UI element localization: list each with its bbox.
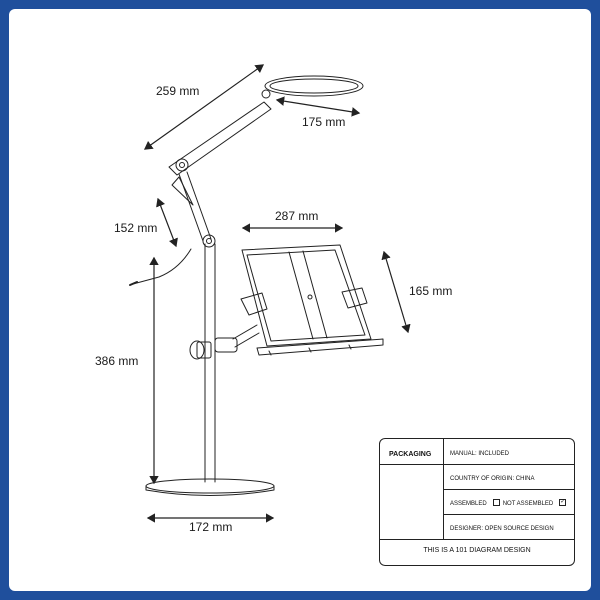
row-divider — [380, 464, 574, 465]
assembled-label: ASSEMBLED — [450, 501, 487, 508]
stand-base — [145, 478, 275, 496]
dimension-arrows — [144, 64, 411, 523]
dim-lamp-length: 259 mm — [156, 84, 200, 98]
tablet-holder — [240, 244, 384, 356]
diagram-frame: 259 mm 175 mm 152 mm 287 mm 165 mm 386 m… — [9, 9, 591, 591]
dim-ring-width: 175 mm — [302, 115, 346, 129]
holder-arm — [232, 324, 260, 348]
dim-pole-height: 386 mm — [95, 354, 139, 368]
row-divider — [443, 514, 574, 515]
row-divider — [380, 539, 574, 540]
power-cable — [132, 248, 192, 285]
ring-light — [264, 75, 364, 97]
dim-arm-length: 152 mm — [114, 221, 158, 235]
lamp-bar — [168, 89, 272, 176]
packaging-footer: THIS IS A 101 DIAGRAM DESIGN — [423, 547, 531, 554]
dim-holder-height: 165 mm — [409, 284, 453, 298]
not-assembled-checkbox: ✓ — [559, 499, 567, 506]
manual-info: MANUAL: INCLUDED — [450, 451, 510, 457]
dim-holder-width: 287 mm — [275, 209, 319, 223]
country-info: COUNTRY OF ORIGIN: CHINA — [450, 476, 535, 482]
designer-info: DESIGNER: OPEN SOURCE DESIGN — [450, 526, 554, 532]
not-assembled-label: NOT ASSEMBLED — [502, 501, 554, 508]
packaging-table: PACKAGING MANUAL: INCLUDED COUNTRY OF OR… — [379, 438, 575, 566]
clamp-knob — [189, 337, 238, 360]
row-divider — [443, 489, 574, 490]
assembled-checkbox — [492, 499, 500, 506]
dim-base-width: 172 mm — [189, 520, 233, 534]
stand-drawing — [129, 64, 440, 523]
packaging-title: PACKAGING — [389, 451, 432, 458]
stand-pole — [204, 243, 216, 483]
assembly-row: ASSEMBLED NOT ASSEMBLED ✓ — [450, 499, 569, 508]
upper-arm — [171, 171, 216, 248]
